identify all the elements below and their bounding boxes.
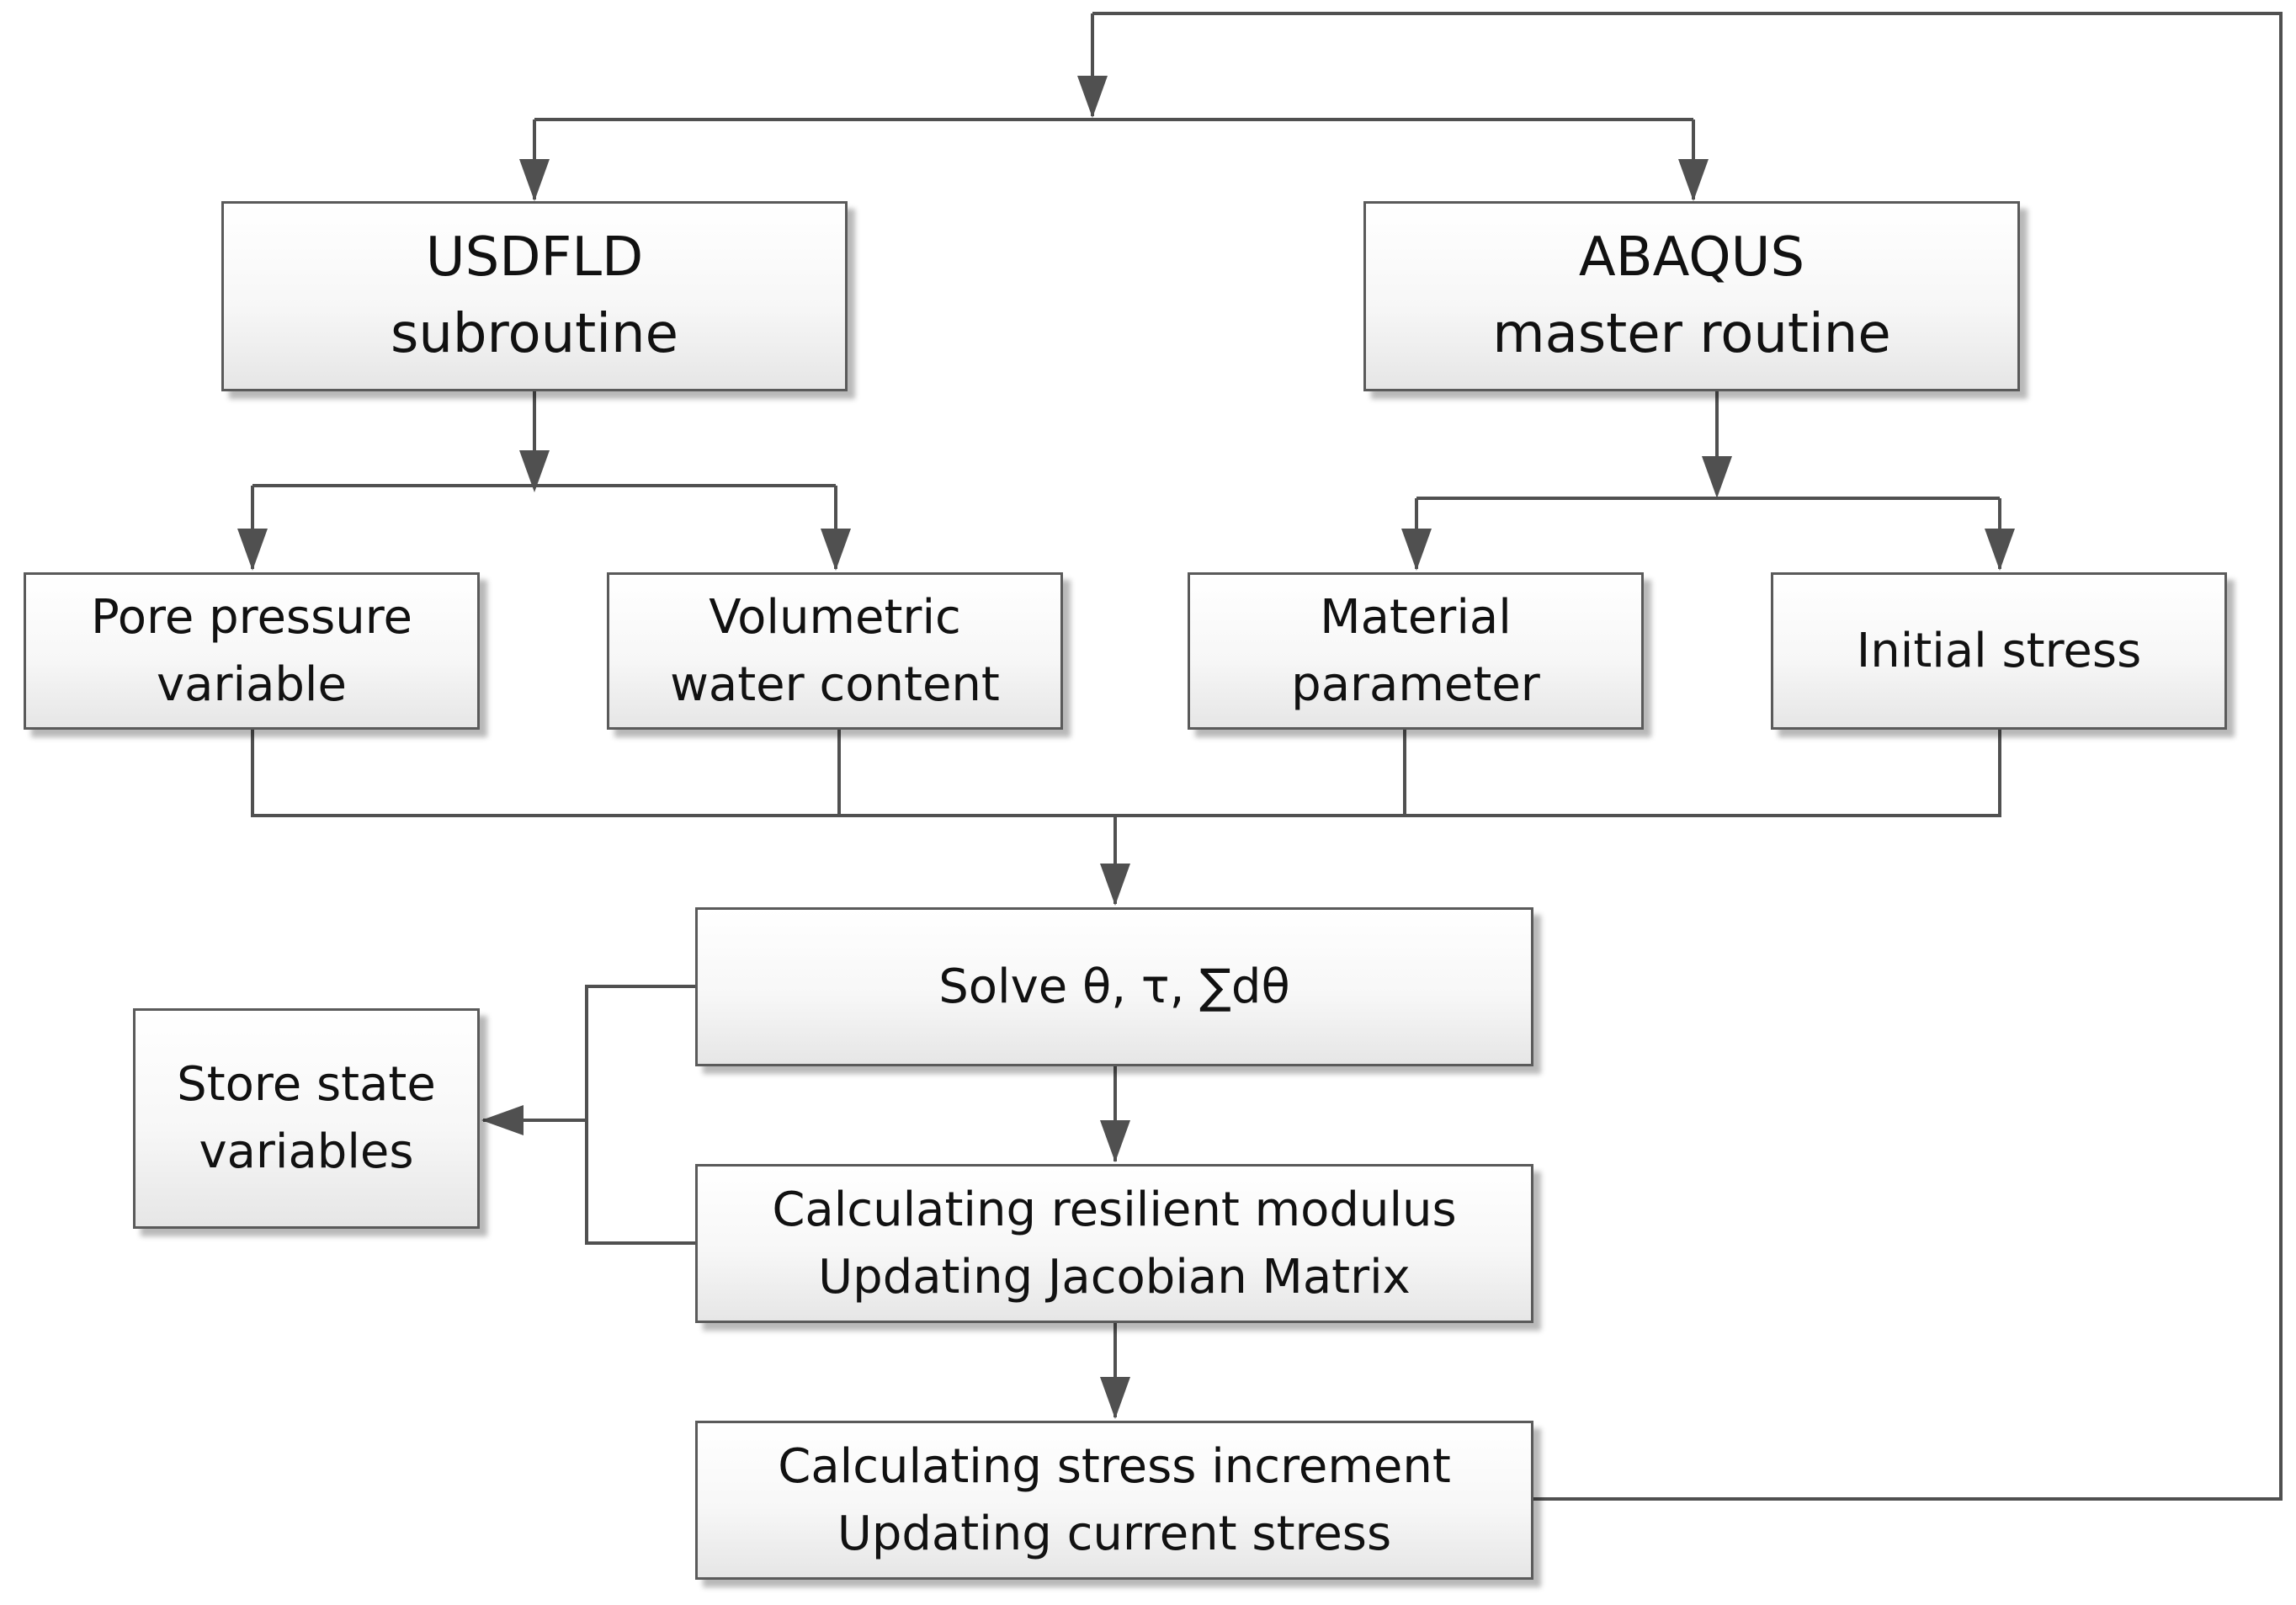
arrowhead-volumetric [821, 529, 851, 571]
abaqus-master-routine-box: ABAQUS master routine [1363, 201, 2020, 391]
abaqus-line-2: master routine [1492, 303, 1891, 365]
volumetric-line-1: Volumetric [709, 589, 961, 645]
edge-store-branch [585, 985, 695, 1245]
store-line-1: Store state [177, 1057, 436, 1113]
pore-pressure-box: Pore pressure variable [24, 572, 480, 730]
usdfld-line-1: USDFLD [425, 226, 644, 290]
edge-stress-loop-back [1092, 12, 2283, 1501]
usdfld-line-2: subroutine [391, 303, 678, 365]
arrowhead-resilient [1100, 1120, 1130, 1162]
arrowhead-store [481, 1105, 524, 1135]
store-line-2: variables [199, 1124, 414, 1179]
abaqus-line-1: ABAQUS [1578, 226, 1805, 290]
resilient-modulus-box: Calculating resilient modulus Updating J… [695, 1164, 1533, 1323]
pore-line-1: Pore pressure [91, 589, 412, 645]
arrowhead-usdfld [519, 159, 550, 201]
store-state-variables-box: Store state variables [133, 1008, 480, 1229]
usdfld-subroutine-box: USDFLD subroutine [221, 201, 848, 391]
volumetric-line-2: water content [670, 656, 1000, 712]
resilient-line-2: Updating Jacobian Matrix [818, 1249, 1411, 1305]
arrowhead-abaqus [1678, 159, 1709, 201]
volumetric-water-content-box: Volumetric water content [607, 572, 1063, 730]
material-line-2: parameter [1291, 656, 1540, 712]
pore-line-2: variable [157, 656, 347, 712]
stress-line-2: Updating current stress [837, 1506, 1392, 1561]
stress-line-1: Calculating stress increment [778, 1438, 1451, 1494]
initial-line-1: Initial stress [1856, 623, 2142, 678]
arrowhead-abaqus-down [1702, 456, 1732, 498]
material-line-1: Material [1320, 589, 1512, 645]
edge-merge-bus [251, 730, 2001, 817]
arrowhead-material [1401, 529, 1432, 571]
solve-line-1: Solve θ, τ, ∑dθ [938, 959, 1290, 1014]
resilient-line-1: Calculating resilient modulus [772, 1182, 1457, 1237]
material-parameter-box: Material parameter [1188, 572, 1644, 730]
arrowhead-loop-entry [1077, 76, 1108, 118]
initial-stress-box: Initial stress [1771, 572, 2227, 730]
solve-box: Solve θ, τ, ∑dθ [695, 907, 1533, 1066]
arrowhead-initial [1985, 529, 2015, 571]
arrowhead-pore [237, 529, 268, 571]
arrowhead-usdfld-down [519, 450, 550, 492]
arrowhead-stress [1100, 1377, 1130, 1419]
arrowhead-solve [1100, 864, 1130, 906]
stress-increment-box: Calculating stress increment Updating cu… [695, 1421, 1533, 1580]
